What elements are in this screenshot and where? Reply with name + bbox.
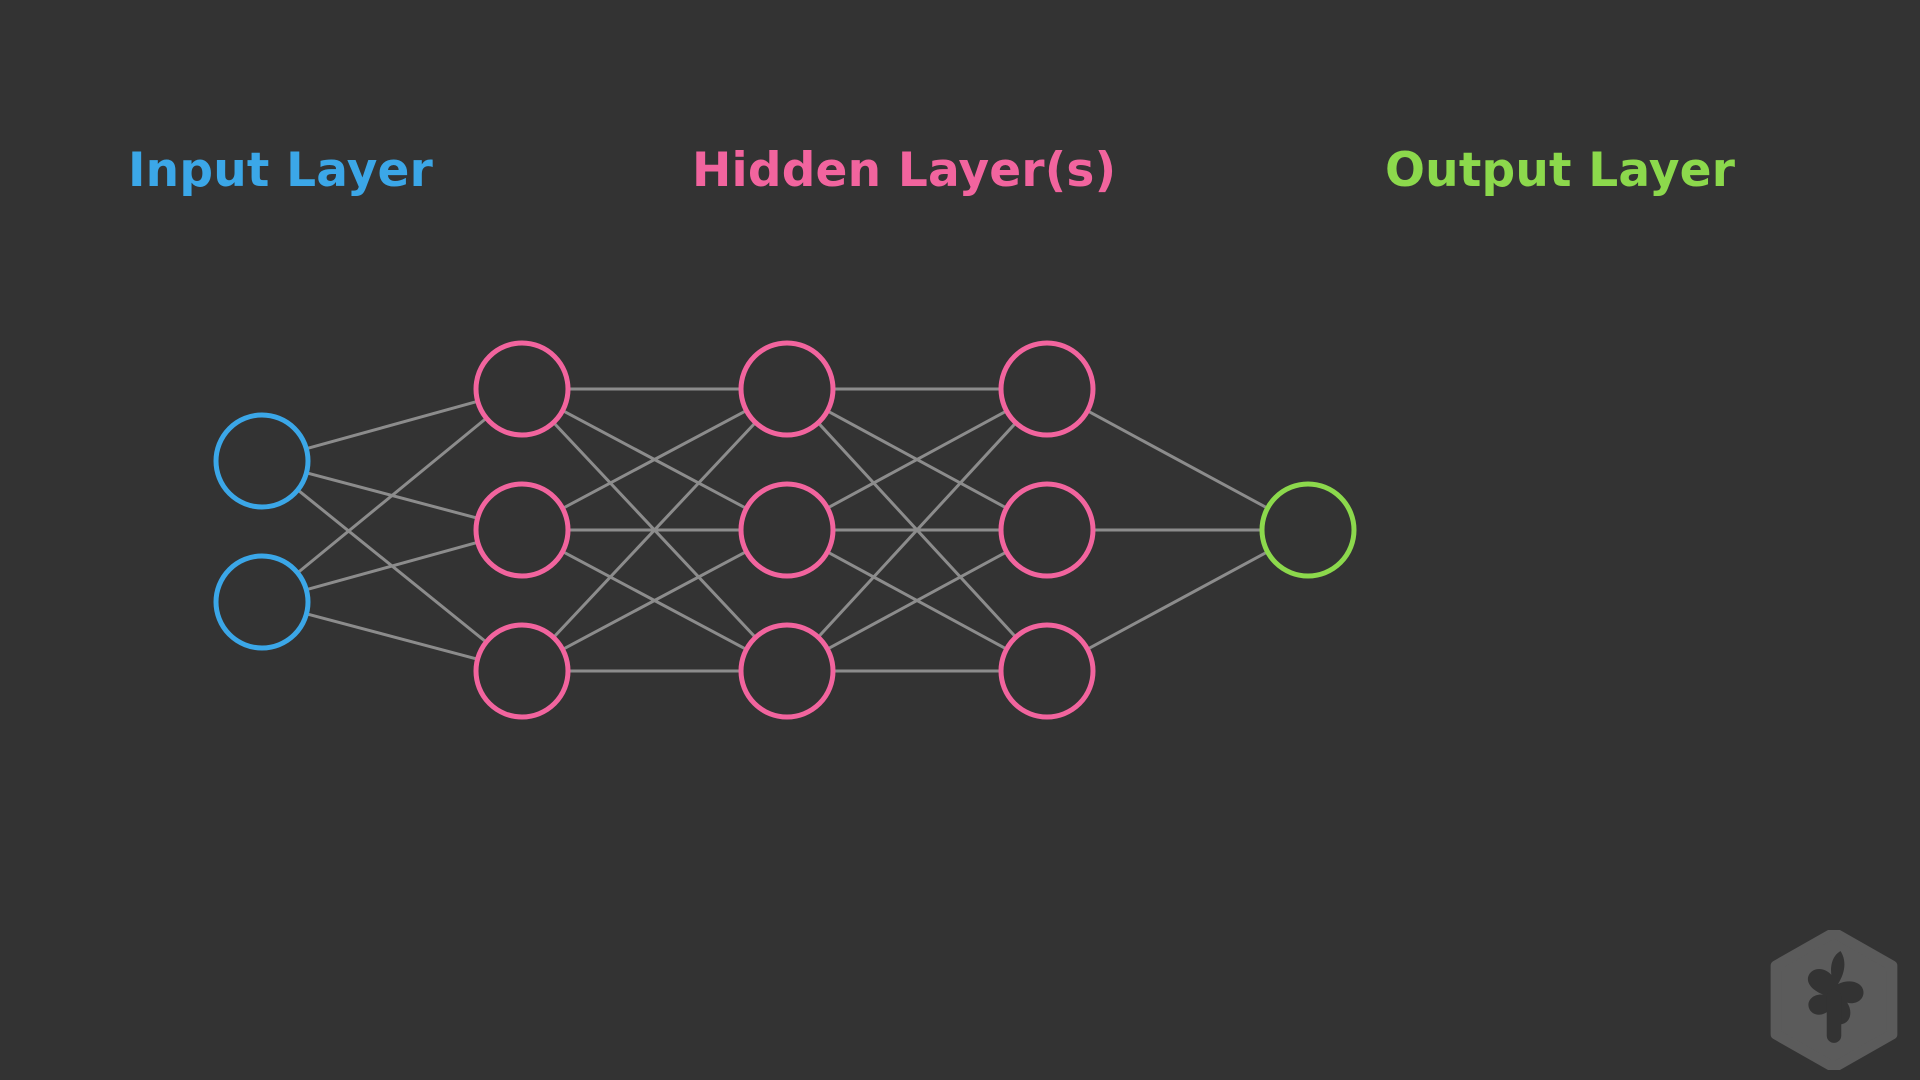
neuron-node-hidden-layer-3-2 xyxy=(998,481,1096,579)
connection-edge xyxy=(304,612,480,661)
neuron-node-hidden-layer-1-1 xyxy=(473,340,571,438)
connection-edge xyxy=(1085,409,1270,510)
layer-label-hidden: Hidden Layer(s) xyxy=(692,143,1117,198)
connection-edge xyxy=(304,399,480,451)
connection-edge xyxy=(304,540,480,592)
layer-label-input: Input Layer xyxy=(128,143,433,198)
layer-label-output: Output Layer xyxy=(1385,143,1736,198)
neuron-nodes xyxy=(213,340,1357,720)
neuron-node-hidden-layer-3-3 xyxy=(998,622,1096,720)
connection-edge xyxy=(561,550,748,651)
connection-edge xyxy=(825,550,1009,651)
neuron-node-hidden-layer-2-2 xyxy=(738,481,836,579)
connection-edge xyxy=(1085,550,1270,651)
neuron-node-output-layer-1 xyxy=(1259,481,1357,579)
neuron-node-hidden-layer-2-1 xyxy=(738,340,836,438)
connection-edge xyxy=(825,409,1009,510)
neuron-node-input-layer-1 xyxy=(213,412,311,510)
neuron-node-hidden-layer-1-3 xyxy=(473,622,571,720)
neuron-node-input-layer-2 xyxy=(213,553,311,651)
neuron-node-hidden-layer-1-2 xyxy=(473,481,571,579)
neuron-node-hidden-layer-2-3 xyxy=(738,622,836,720)
connection-edge xyxy=(561,409,748,510)
neuron-node-hidden-layer-3-1 xyxy=(998,340,1096,438)
connection-edges xyxy=(296,387,1270,673)
connection-edge xyxy=(296,416,488,575)
connection-edge xyxy=(552,421,757,639)
connection-edge xyxy=(816,421,1018,639)
